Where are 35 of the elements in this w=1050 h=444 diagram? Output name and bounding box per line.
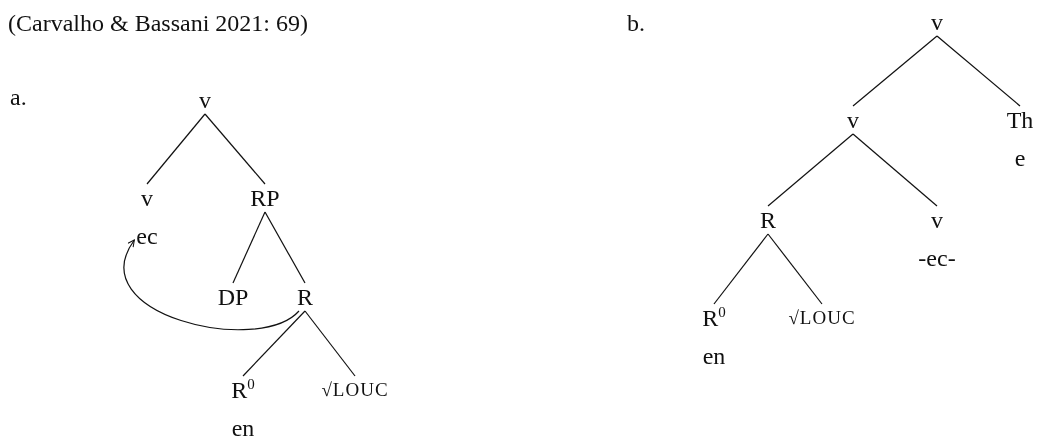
exponent-label: en (702, 342, 726, 370)
tree-node-label: R (760, 206, 776, 234)
tree-node-label: RP (250, 184, 280, 212)
citation: (Carvalho & Bassani 2021: 69) (8, 10, 308, 37)
exponent-label: e (1014, 144, 1026, 172)
example-label: a. (10, 84, 27, 111)
tree-node-label: √LOUC (321, 378, 389, 402)
tree-branch (204, 113, 266, 185)
tree-branch (146, 113, 206, 185)
tree-node-label: DP (217, 283, 249, 311)
tree-node-label: v (141, 184, 153, 212)
movement-arrow (124, 239, 300, 331)
tree-node-label: v (931, 206, 943, 234)
example-label: b. (627, 10, 645, 37)
tree-branch (242, 310, 306, 377)
tree-node-label: v (847, 106, 859, 134)
tree-node-label: R$^{0}$ (231, 376, 255, 404)
exponent-label: ec (136, 222, 158, 250)
tree-node-label: √LOUC (788, 306, 856, 330)
tree-branch (264, 211, 306, 284)
tree-branch (936, 35, 1021, 107)
tree-node-label: v (931, 8, 943, 36)
tree-branch (767, 133, 854, 207)
exponent-label: en (231, 414, 255, 442)
tree-node-label: v (199, 86, 211, 114)
tree-node-label: Th (1006, 106, 1034, 134)
tree-node-label: R$^{0}$ (702, 304, 726, 332)
tree-branch (767, 233, 823, 305)
exponent-label: -ec- (918, 244, 956, 272)
tree-branch (852, 133, 938, 207)
tree-node-label: R (297, 283, 313, 311)
tree-branch (304, 310, 356, 377)
tree-branch (713, 233, 769, 305)
tree-branch (852, 35, 938, 107)
tree-branch (232, 211, 266, 284)
